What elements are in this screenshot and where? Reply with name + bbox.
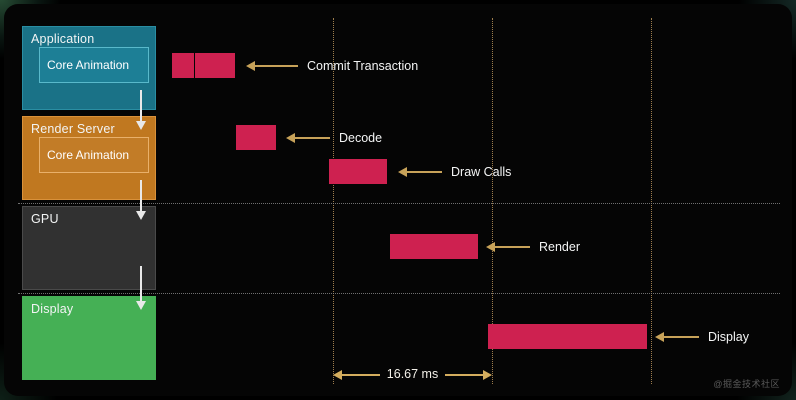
separator-render-gpu [18,203,780,204]
lane-display-title: Display [31,302,74,316]
flow-arrow-render-server-to-gpu [136,180,146,220]
callout-arrow-commit-transaction-icon [246,61,298,71]
lane-application-title: Application [31,32,95,46]
callout-decode: Decode [286,130,383,146]
callout-label-decode: Decode [339,131,383,145]
lane-gpu: GPU [22,206,156,290]
bar-commit-transaction[interactable] [172,53,235,78]
lane-render-server-title: Render Server [31,122,115,136]
callout-arrow-render-icon [486,242,530,252]
frame-duration-measure: 16.67 ms [333,367,493,383]
watermark: @掘金技术社区 [713,379,780,389]
bar-display[interactable] [488,324,647,349]
timeline-diagram: Application Core Animation Render Server… [4,4,792,396]
bar-commit-transaction-divider [194,53,195,78]
callout-arrow-draw-calls-icon [398,167,442,177]
bar-decode[interactable] [236,125,276,150]
callout-label-draw-calls: Draw Calls [451,165,512,179]
measure-line-left [342,374,380,376]
lane-gpu-title: GPU [31,212,59,226]
lane-render-server-core-animation-box: Core Animation [39,137,149,173]
callout-arrow-decode-icon [286,133,330,143]
gridline-frame-end [651,18,652,384]
measure-line-right [445,374,484,376]
gridline-frame-start [333,18,334,384]
callout-render: Render [486,239,580,255]
gridline-frame-mid [492,18,493,384]
bar-draw-calls[interactable] [329,159,387,184]
measure-label-frame-duration: 16.67 ms [386,367,439,381]
separator-gpu-display [18,293,780,294]
callout-arrow-display-icon [655,332,699,342]
lane-application: Application Core Animation [22,26,156,110]
lane-application-core-animation-box: Core Animation [39,47,149,83]
flow-arrow-gpu-to-display [136,266,146,310]
lane-render-server: Render Server Core Animation [22,116,156,200]
callout-label-display: Display [708,330,749,344]
bar-render[interactable] [390,234,478,259]
callout-draw-calls: Draw Calls [398,164,512,180]
lane-display: Display [22,296,156,380]
measure-arrow-left-icon [333,370,342,380]
callout-commit-transaction: Commit Transaction [246,58,419,74]
lane-render-server-core-animation-label: Core Animation [47,148,130,162]
callout-display: Display [655,329,749,345]
measure-arrow-right-icon [483,370,493,380]
lane-application-core-animation-label: Core Animation [47,58,130,72]
callout-label-commit-transaction: Commit Transaction [307,59,419,73]
callout-label-render: Render [539,240,580,254]
flow-arrow-app-to-render-server [136,90,146,130]
